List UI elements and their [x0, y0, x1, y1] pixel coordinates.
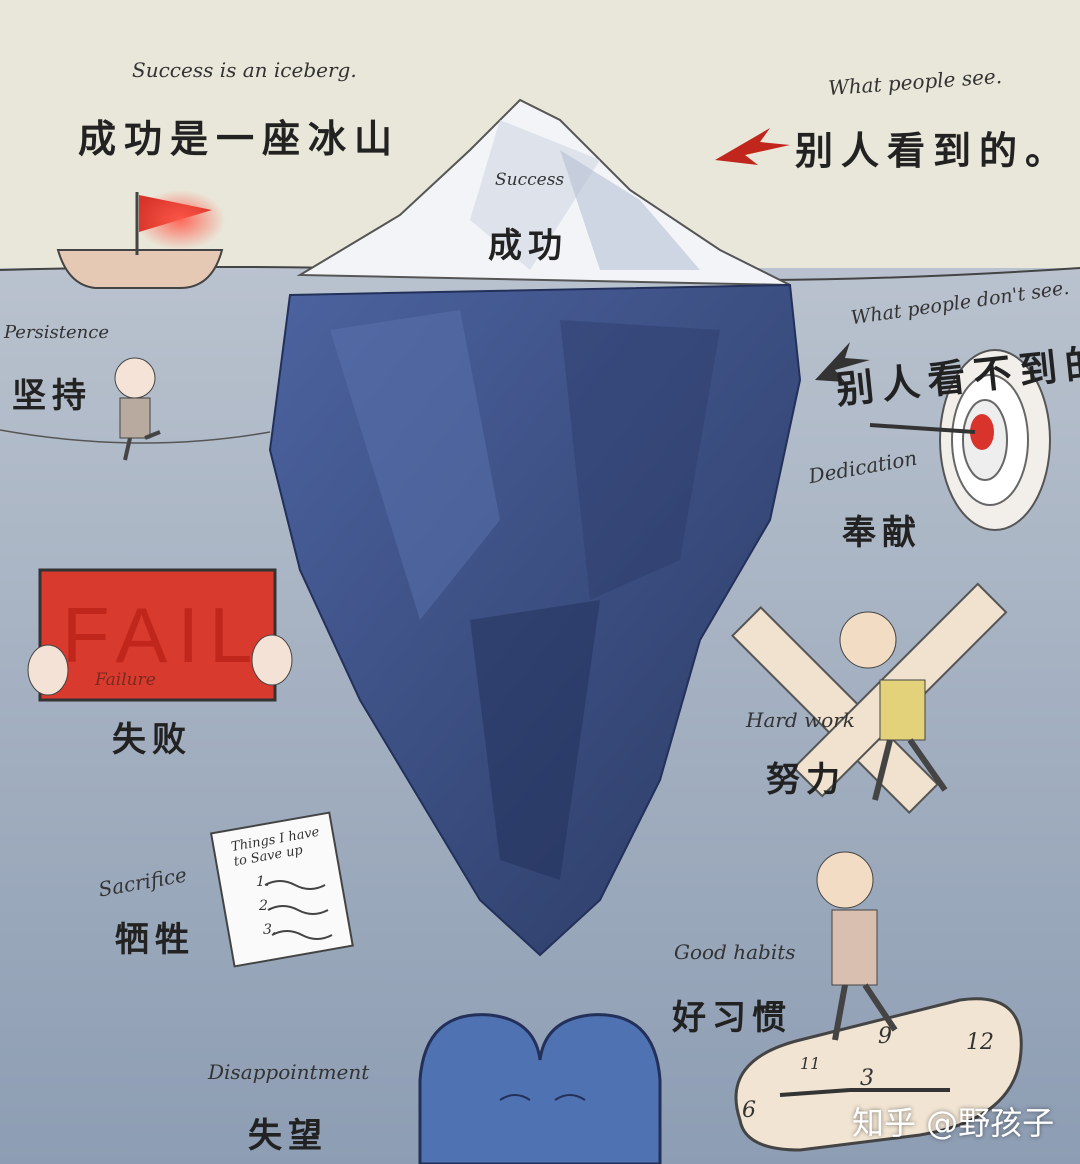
hardwork-zh: 努力 [766, 760, 846, 800]
persistence-en: Persistence [4, 322, 110, 343]
target-illustration [869, 349, 1051, 531]
hardwork-en: Hard work [746, 708, 855, 732]
failure-en: Failure [95, 670, 156, 690]
sacrifice-zh: 牺牲 [115, 920, 195, 960]
failure-zh: 失败 [112, 720, 192, 760]
success-en: Success [495, 170, 565, 190]
sacrifice-note-item-1: 1. [256, 874, 270, 890]
goodhabits-en: Good habits [674, 940, 796, 964]
sacrifice-note-item-2: 2. [259, 898, 273, 914]
clock-number-11: 11 [800, 1054, 821, 1073]
clock-number-12: 12 [966, 1030, 994, 1055]
title-zh: 成功是一座冰山 [78, 117, 401, 161]
above-zh: 别人看到的。 [795, 129, 1072, 173]
sacrifice-note-item-3: 3. [263, 922, 277, 938]
goodhabits-figure [734, 851, 1023, 1152]
disappointment-zh: 失望 [248, 1116, 328, 1156]
title-en: Success is an iceberg. [132, 58, 357, 82]
iceberg-tip [296, 98, 791, 286]
watermark: 知乎 @野孩子 [852, 1104, 1055, 1142]
success-zh: 成功 [488, 226, 568, 266]
arrow-below [815, 342, 870, 382]
hardwork-figure [731, 582, 1008, 814]
persistence-figure [114, 357, 161, 461]
clock-number-3: 3 [860, 1066, 874, 1091]
fail-sign-illustration [27, 568, 293, 702]
arrow-above [715, 128, 790, 165]
sea-ridge [0, 429, 271, 444]
fail-sign-text: FAIL [62, 591, 263, 679]
disappointment-heart [418, 1013, 662, 1164]
sacrifice-note-illustration [209, 811, 354, 968]
clock-number-6: 6 [742, 1098, 756, 1123]
boat-illustration [56, 190, 225, 289]
goodhabits-zh: 好习惯 [672, 998, 792, 1038]
persistence-zh: 坚持 [12, 376, 92, 416]
dedication-zh: 奉献 [842, 513, 922, 553]
iceberg-underwater [268, 283, 802, 957]
disappointment-en: Disappointment [208, 1060, 370, 1084]
clock-number-9: 9 [878, 1024, 892, 1049]
